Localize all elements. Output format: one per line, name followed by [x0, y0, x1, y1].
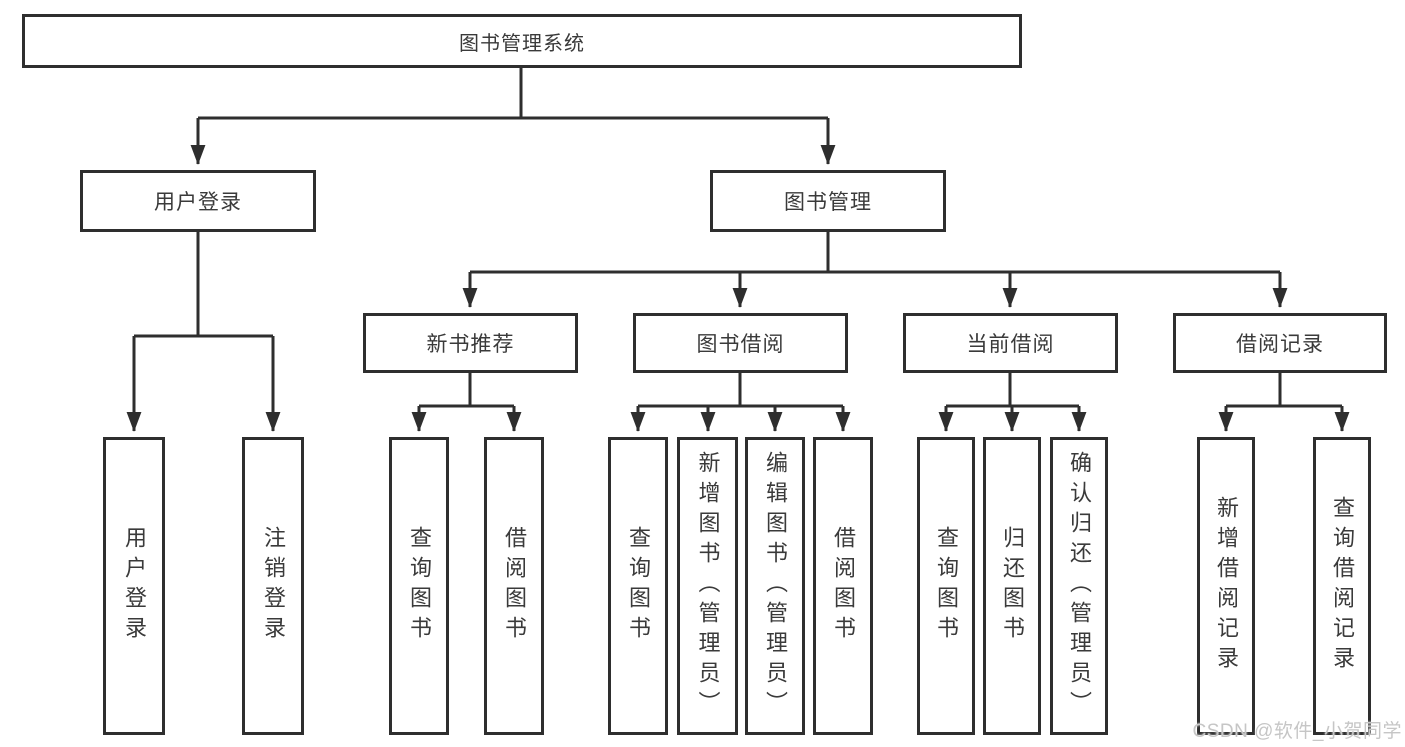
node-book-borrow: 图书借阅: [633, 313, 848, 373]
connector-borrow-records-to-leaves: [1218, 372, 1350, 432]
leaf-label: 新增借阅记录: [1214, 496, 1239, 676]
leaf-label: 用户登录: [122, 526, 147, 646]
leaf-cb-confirm-return-admin: 确认归还（管理员）: [1050, 437, 1108, 735]
leaf-label: 归还图书: [1000, 526, 1025, 646]
connector-book-borrow-to-leaves: [630, 372, 851, 432]
node-root: 图书管理系统: [22, 14, 1022, 68]
leaf-cb-query-books: 查询图书: [917, 437, 975, 735]
leaf-label: 查询图书: [934, 526, 959, 646]
node-new-books: 新书推荐: [363, 313, 578, 373]
leaf-bb-add-books-admin: 新增图书（管理员）: [677, 437, 738, 735]
leaf-br-add-record: 新增借阅记录: [1197, 437, 1255, 735]
leaf-label: 编辑图书（管理员）: [763, 451, 788, 721]
leaf-label: 查询图书: [407, 526, 432, 646]
node-book-mgmt: 图书管理: [710, 170, 946, 232]
leaf-nb-borrow-books: 借阅图书: [484, 437, 544, 735]
connector-current-borrow-to-leaves: [938, 372, 1087, 432]
leaf-label: 确认归还（管理员）: [1067, 451, 1092, 721]
leaf-label: 注销登录: [261, 526, 286, 646]
leaf-bb-edit-books-admin: 编辑图书（管理员）: [745, 437, 805, 735]
node-borrow-records: 借阅记录: [1173, 313, 1387, 373]
connector-new-books-to-leaves: [411, 372, 522, 432]
leaf-label: 查询借阅记录: [1330, 496, 1355, 676]
leaf-label: 借阅图书: [831, 526, 856, 646]
connector-user-login-to-leaves: [126, 231, 281, 432]
leaf-label: 查询图书: [626, 526, 651, 646]
leaf-cb-return-books: 归还图书: [983, 437, 1041, 735]
node-current-borrow: 当前借阅: [903, 313, 1118, 373]
leaf-label: 新增图书（管理员）: [695, 451, 721, 721]
leaf-br-query-record: 查询借阅记录: [1313, 437, 1371, 735]
connector-root-to-level2: [190, 67, 836, 165]
leaf-bb-query-books: 查询图书: [608, 437, 668, 735]
leaf-nb-query-books: 查询图书: [389, 437, 449, 735]
csdn-watermark: CSDN @软件_小贺同学: [1192, 721, 1402, 742]
leaf-logout: 注销登录: [242, 437, 304, 735]
connector-book-mgmt-to-level3: [462, 231, 1288, 308]
leaf-label: 借阅图书: [502, 526, 527, 646]
leaf-bb-borrow-books: 借阅图书: [813, 437, 873, 735]
node-user-login: 用户登录: [80, 170, 316, 232]
leaf-user-login: 用户登录: [103, 437, 165, 735]
